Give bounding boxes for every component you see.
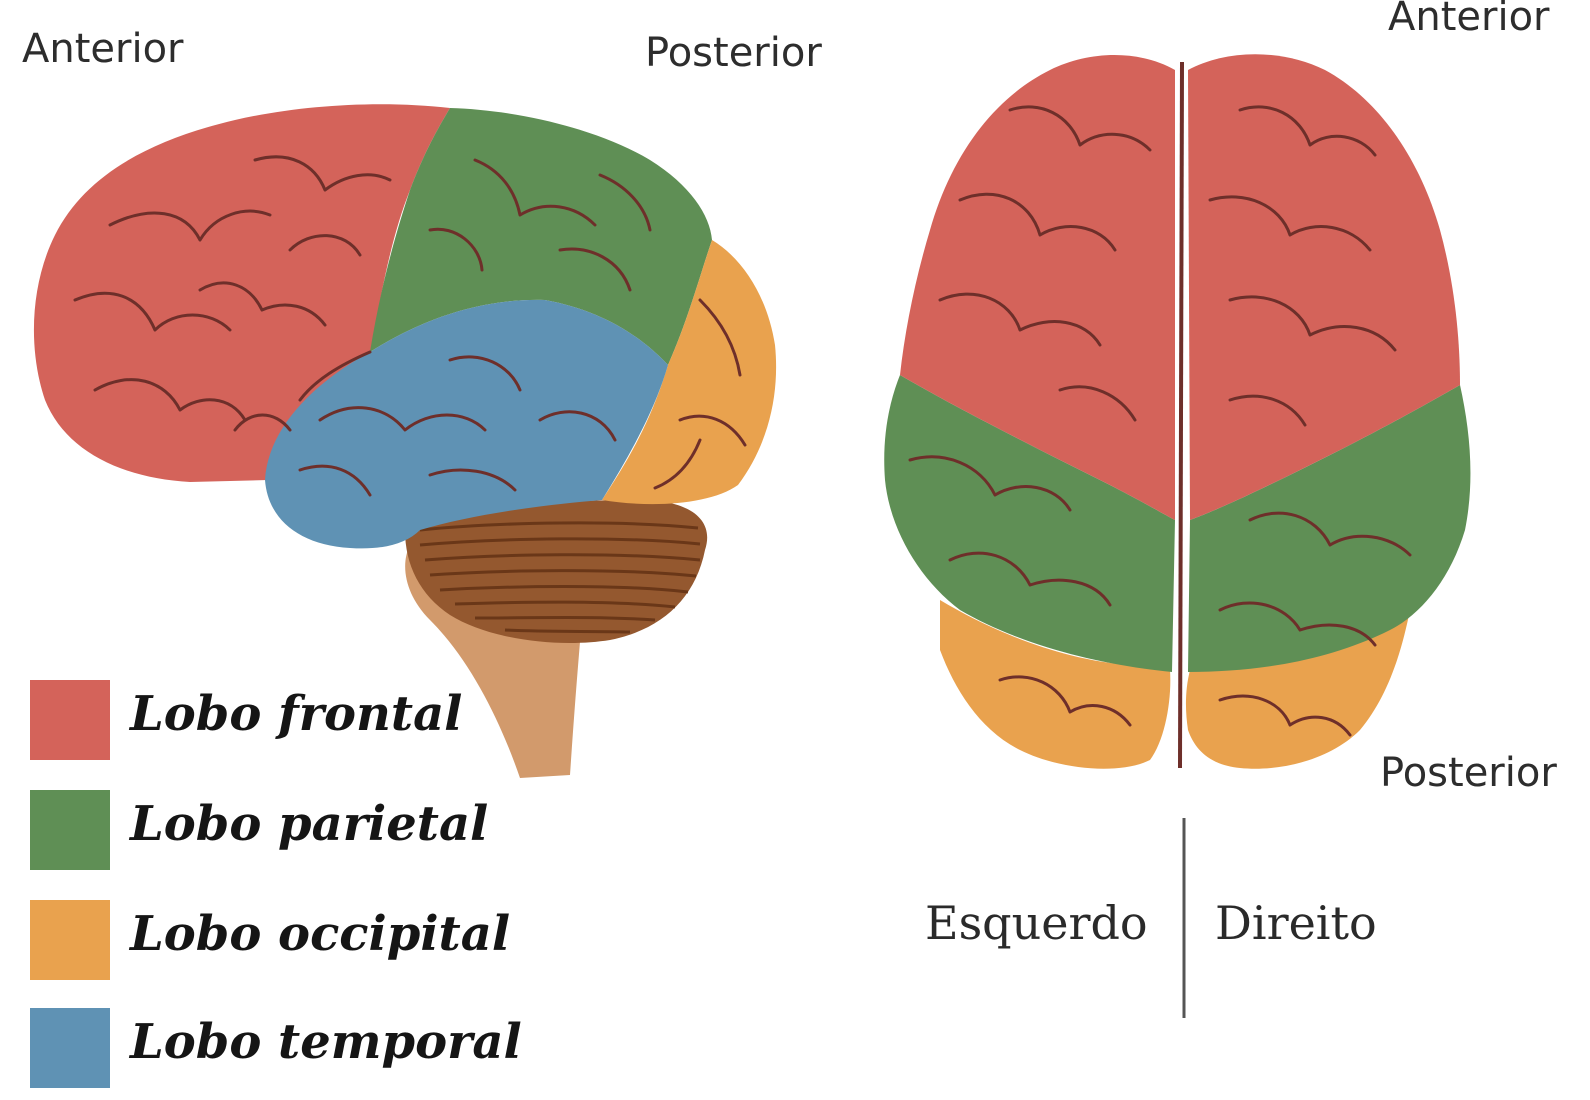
right-hemisphere-label: Direito	[1215, 896, 1377, 950]
legend-swatch-occipital	[30, 900, 110, 980]
legend-item-occipital: Lobo occipital	[30, 900, 550, 980]
side-posterior-label: Posterior	[645, 30, 822, 76]
side-anterior-label: Anterior	[22, 26, 183, 72]
top-anterior-label: Anterior	[1388, 0, 1549, 40]
left-hemisphere-label: Esquerdo	[925, 896, 1148, 950]
top-view-brain	[884, 54, 1470, 769]
legend-item-parietal: Lobo parietal	[30, 790, 550, 870]
legend-item-frontal: Lobo frontal	[30, 680, 550, 760]
legend-label-temporal: Lobo temporal	[130, 1014, 522, 1070]
legend-swatch-frontal	[30, 680, 110, 760]
legend-item-temporal: Lobo temporal	[30, 1008, 550, 1088]
side-view-brain	[34, 104, 776, 778]
legend-label-frontal: Lobo frontal	[130, 686, 462, 742]
legend-swatch-parietal	[30, 790, 110, 870]
top-posterior-label: Posterior	[1380, 750, 1557, 796]
legend-label-parietal: Lobo parietal	[130, 796, 488, 852]
longitudinal-fissure	[1180, 62, 1182, 768]
legend-swatch-temporal	[30, 1008, 110, 1088]
legend-label-occipital: Lobo occipital	[130, 906, 510, 962]
